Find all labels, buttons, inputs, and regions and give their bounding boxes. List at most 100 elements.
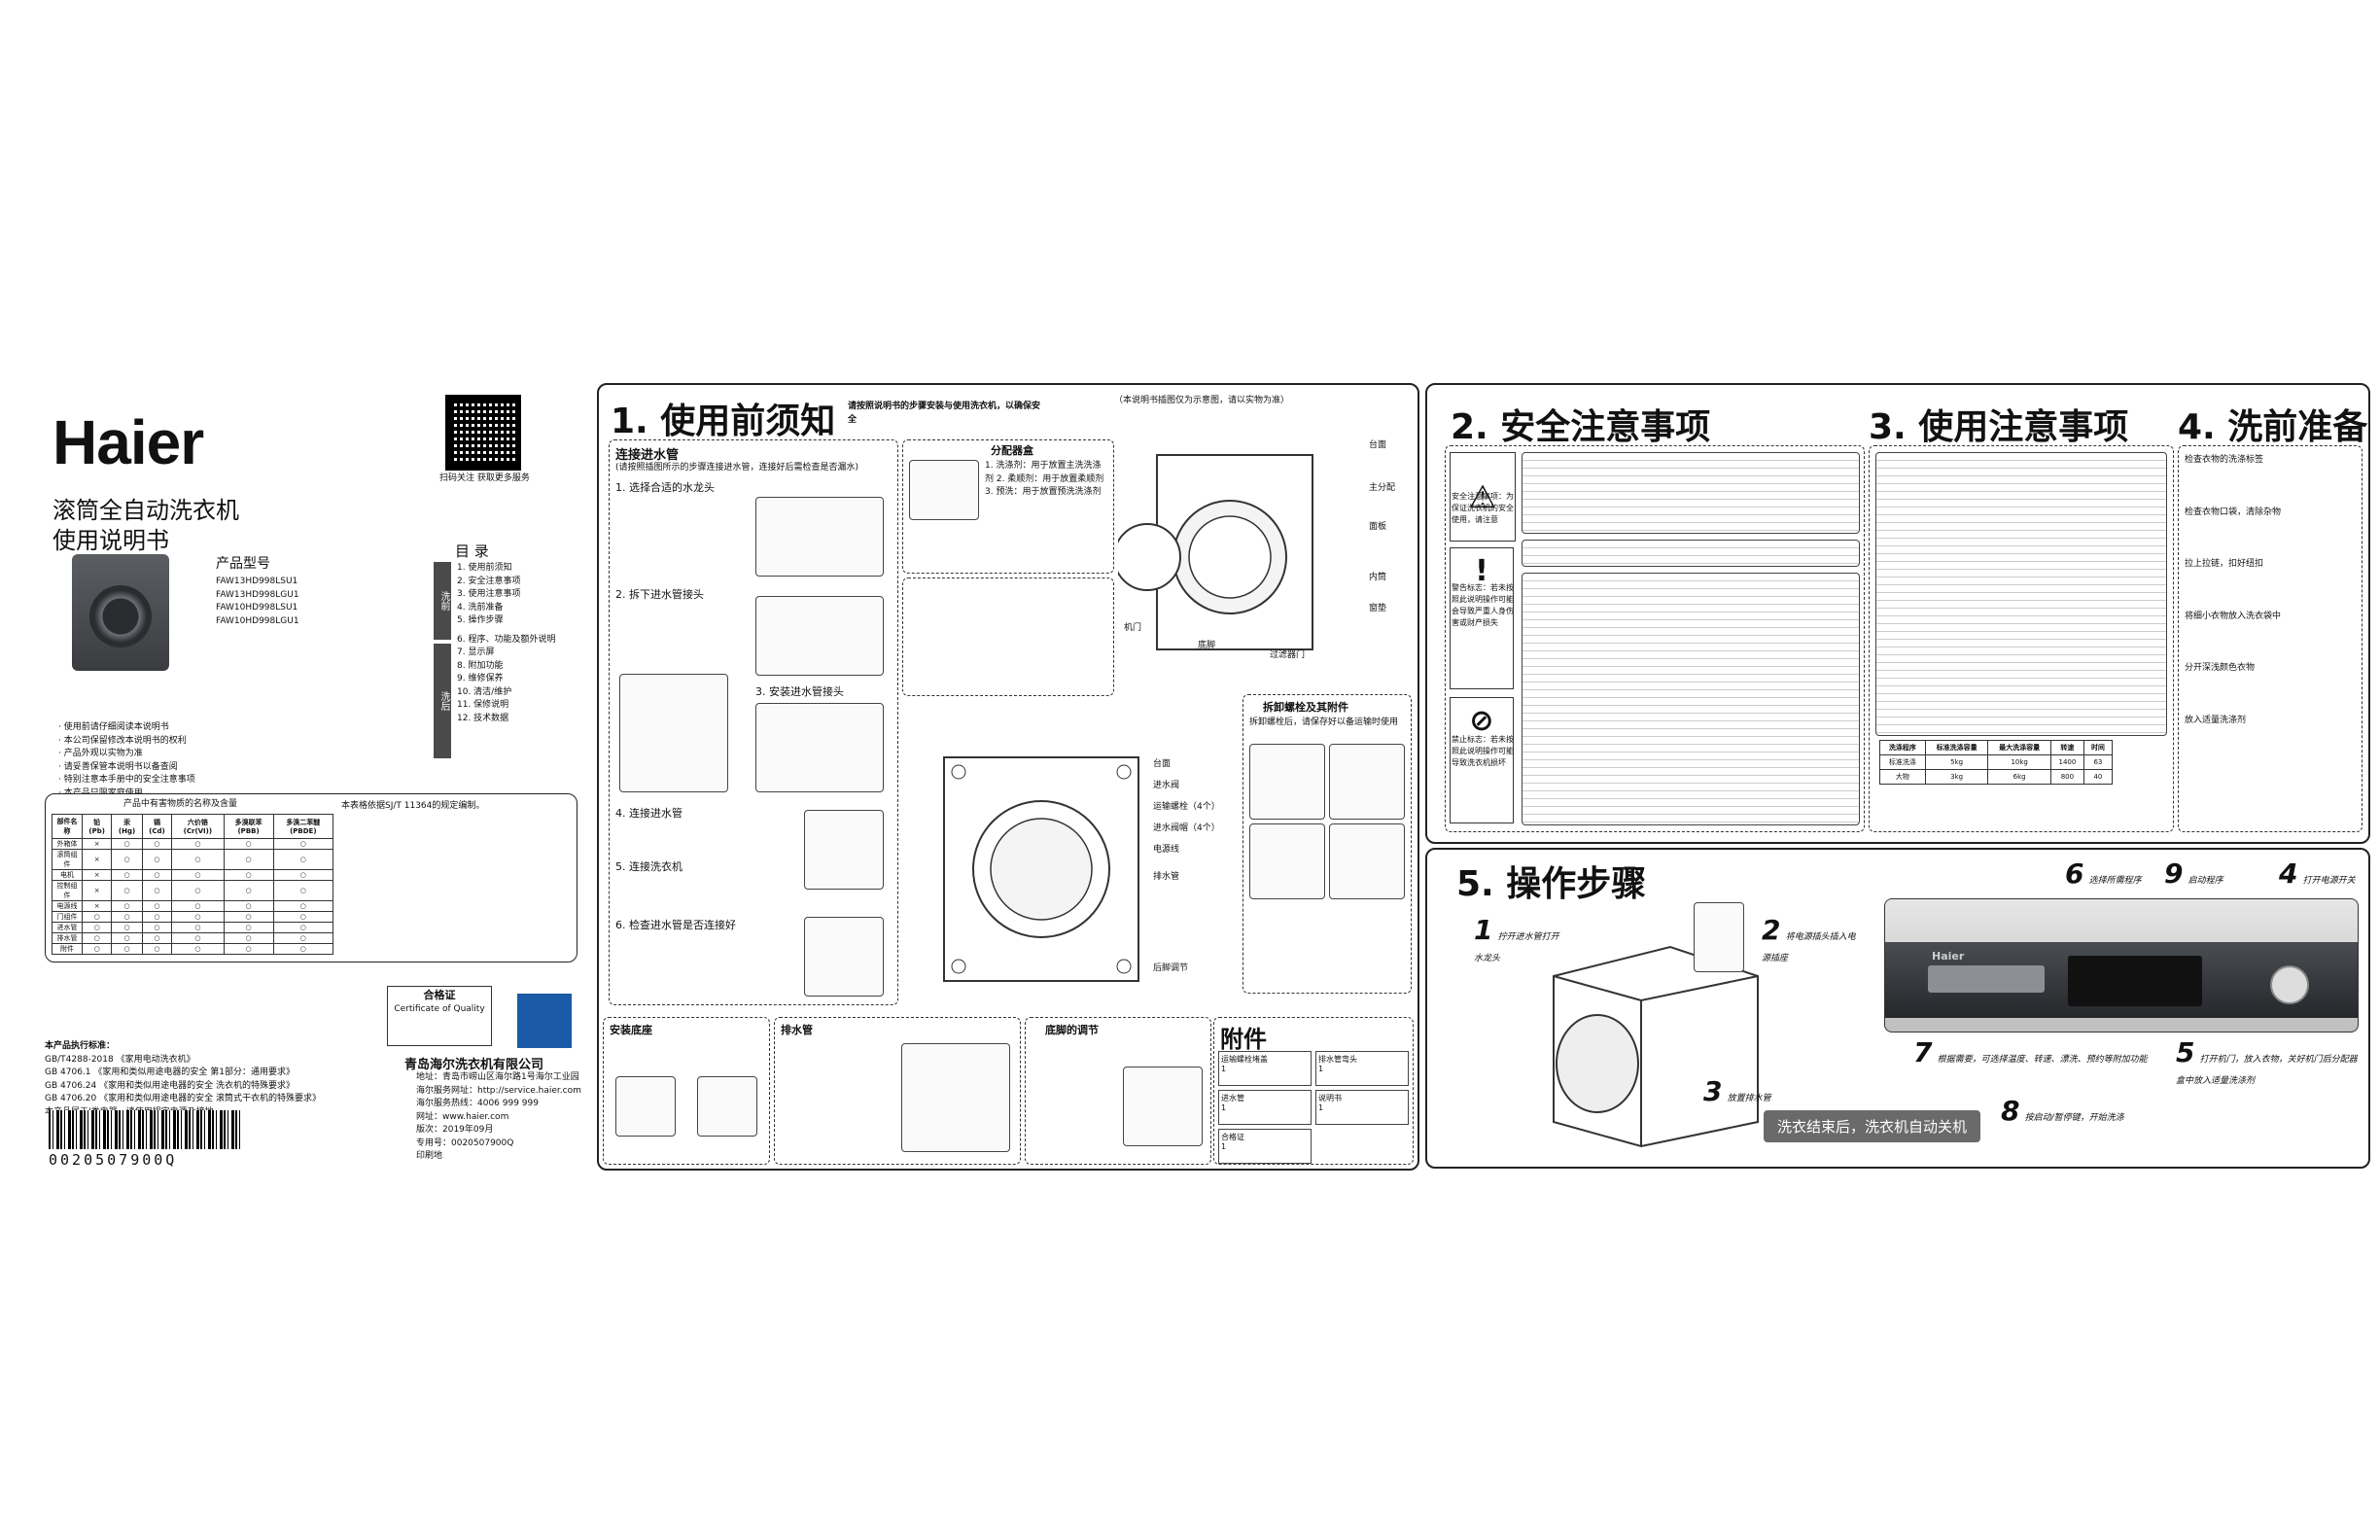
accessory-qty: 1: [1318, 1103, 1324, 1112]
accessory-name: 合格证: [1221, 1133, 1244, 1141]
usage-cell: 800: [2049, 769, 2084, 785]
hazard-cell: ○: [141, 922, 173, 933]
safety-text-block-2: [1522, 540, 1860, 567]
warning-label: 安全注意事项：为保证洗衣机的安全使用，请注意: [1452, 492, 1514, 524]
hazard-cell: ○: [111, 911, 143, 923]
hazard-cell: 进水管: [52, 922, 83, 933]
model-label: 产品型号: [216, 556, 270, 572]
standards-block: 本产品执行标准： GB/T4288-2018 《家用电动洗衣机》GB 4706.…: [45, 1041, 321, 1117]
step-text: 打开机门，放入衣物，关好机门后分配器盒中放入适量洗涤剂: [2176, 1055, 2358, 1086]
hazard-row: 进水管○○○○○○: [52, 922, 334, 933]
step-2-group: 2 将电源插头插入电源插座: [1762, 914, 1859, 966]
step-text: 选择所需程序: [2088, 876, 2142, 886]
part-label: 台面: [1369, 440, 1387, 450]
hazard-cell: ×: [81, 900, 113, 912]
prep-item: 检查衣物口袋，清除杂物: [2185, 507, 2282, 517]
barcode-number: 0020507900Q: [49, 1151, 178, 1169]
hazard-cell: ○: [272, 838, 334, 850]
cover-title: 滚筒全自动洗衣机: [52, 497, 239, 524]
accessory-name: 排水管弯头: [1318, 1055, 1357, 1064]
toc-band-before: 洗前: [434, 562, 451, 640]
hazard-cell: ○: [171, 849, 225, 870]
drain-illustration: [901, 1043, 1010, 1152]
hazard-cell: ○: [272, 900, 334, 912]
power-button[interactable]: [2270, 965, 2309, 1004]
hazard-col-header: 汞(Hg): [111, 814, 143, 839]
step-9-group: 9 启动程序: [2164, 858, 2252, 890]
usage-col-header: 时间: [2082, 740, 2114, 755]
step-number: 4: [2279, 858, 2298, 890]
dispenser-illustration: [909, 460, 979, 520]
hazard-col-header: 镉(Cd): [141, 814, 173, 839]
accessory-qty: 1: [1221, 1103, 1227, 1112]
step-2: 2. 拆下进水管接头: [615, 588, 704, 601]
recycle-mark: [517, 994, 572, 1048]
toc-item: 6. 程序、功能及额外说明: [457, 634, 556, 645]
hazard-cell: ○: [141, 911, 173, 923]
section1-note: （本说明书插图仅为示意图，请以实物为准）: [1114, 396, 1290, 405]
step-number: 7: [1913, 1036, 1933, 1068]
section1-intro: 请按照说明书的步骤安装与使用洗衣机，以确保安全: [848, 402, 1041, 425]
step-number: 3: [1703, 1075, 1723, 1107]
hazard-row: 附件○○○○○○: [52, 943, 334, 955]
hazard-cell: 门组件: [52, 911, 83, 923]
hazard-cell: ○: [111, 849, 143, 870]
hazard-col-header: 六价铬(Cr(VI)): [171, 814, 225, 839]
hazard-cell: ○: [111, 869, 143, 881]
hazard-row: 门组件○○○○○○: [52, 911, 334, 923]
step-number: 6: [2065, 858, 2084, 890]
dispenser-notes: 1. 洗涤剂：用于放置主洗洗涤剂 2. 柔顺剂：用于放置柔顺剂 3. 预洗：用于…: [985, 461, 1104, 497]
hazard-cell: ○: [111, 900, 143, 912]
safety-text-block-3: [1522, 573, 1860, 825]
toc-item: 11. 保修说明: [457, 700, 509, 710]
usage-cell: 5kg: [1924, 754, 1989, 770]
step-4: 4. 连接进水管: [615, 807, 682, 820]
drain-box: 排水管: [774, 1017, 1021, 1165]
hazard-cell: ○: [223, 900, 274, 912]
hazard-cell: ○: [81, 911, 113, 923]
safety-text-block-1: [1522, 452, 1860, 534]
hazard-cell: ○: [111, 943, 143, 955]
check-hose-illustration: [804, 917, 884, 997]
hazard-cell: ○: [171, 900, 225, 912]
hazard-cell: ○: [141, 838, 173, 850]
hazard-row: 排水管○○○○○○: [52, 932, 334, 944]
part-label: 面板: [1369, 522, 1387, 532]
usage-cell: 3kg: [1924, 769, 1989, 785]
hazard-cell: ○: [223, 932, 274, 944]
hazard-cell: ○: [272, 880, 334, 901]
toc-item: 7. 显示屏: [457, 648, 495, 657]
part-label: 内筒: [1369, 573, 1387, 582]
toc-band-after: 洗后: [434, 644, 451, 758]
hazard-note: 本表格依据SJ/T 11364的规定编制。: [341, 801, 485, 811]
hazard-table-title: 产品中有害物质的名称及含量: [123, 799, 238, 809]
toc-item: 12. 技术数据: [457, 713, 509, 723]
dispenser-box: 分配器盒 1. 洗涤剂：用于放置主洗洗涤剂 2. 柔顺剂：用于放置柔顺剂 3. …: [902, 439, 1114, 574]
section5-title: 5. 操作步骤: [1456, 864, 1647, 904]
prohibit-icon: ⊘: [1450, 697, 1514, 823]
hazard-row: 滚筒组件×○○○○○: [52, 849, 334, 870]
hazard-cell: 外箱体: [52, 838, 83, 850]
step-1-group: 1 拧开进水管打开水龙头: [1474, 914, 1561, 966]
step-8-group: 8 按启动/暂停键，开始洗涤: [2001, 1095, 2254, 1127]
hazard-row: 电机×○○○○○: [52, 869, 334, 881]
rear-part-label: 台面: [1153, 759, 1172, 769]
step-1: 1. 选择合适的水龙头: [615, 481, 715, 494]
section1-title: 1. 使用前须知: [611, 402, 836, 441]
qr-caption: 扫码关注 获取更多服务: [439, 473, 530, 483]
prep-list: 检查衣物的洗涤标签 检查衣物口袋，清除杂物 拉上拉链，扣好纽扣 将细小衣物放入洗…: [2185, 454, 2311, 730]
toc-item: 9. 维修保养: [457, 674, 504, 683]
prep-item: 放入适量洗涤剂: [2185, 715, 2247, 725]
safety-column: ⚠ 安全注意事项：为保证洗衣机的安全使用，请注意 ! 警告标志：若未按照此说明操…: [1445, 445, 1865, 832]
hazard-cell: ○: [223, 880, 274, 901]
step-5-group: 5 打开机门，放入衣物，关好机门后分配器盒中放入适量洗涤剂: [2176, 1036, 2361, 1089]
hazard-row: 电源线×○○○○○: [52, 900, 334, 912]
washer-front-illustration: [1113, 436, 1322, 669]
part-label: 主分配: [1369, 483, 1396, 493]
toc-item: 8. 附加功能: [457, 660, 504, 671]
